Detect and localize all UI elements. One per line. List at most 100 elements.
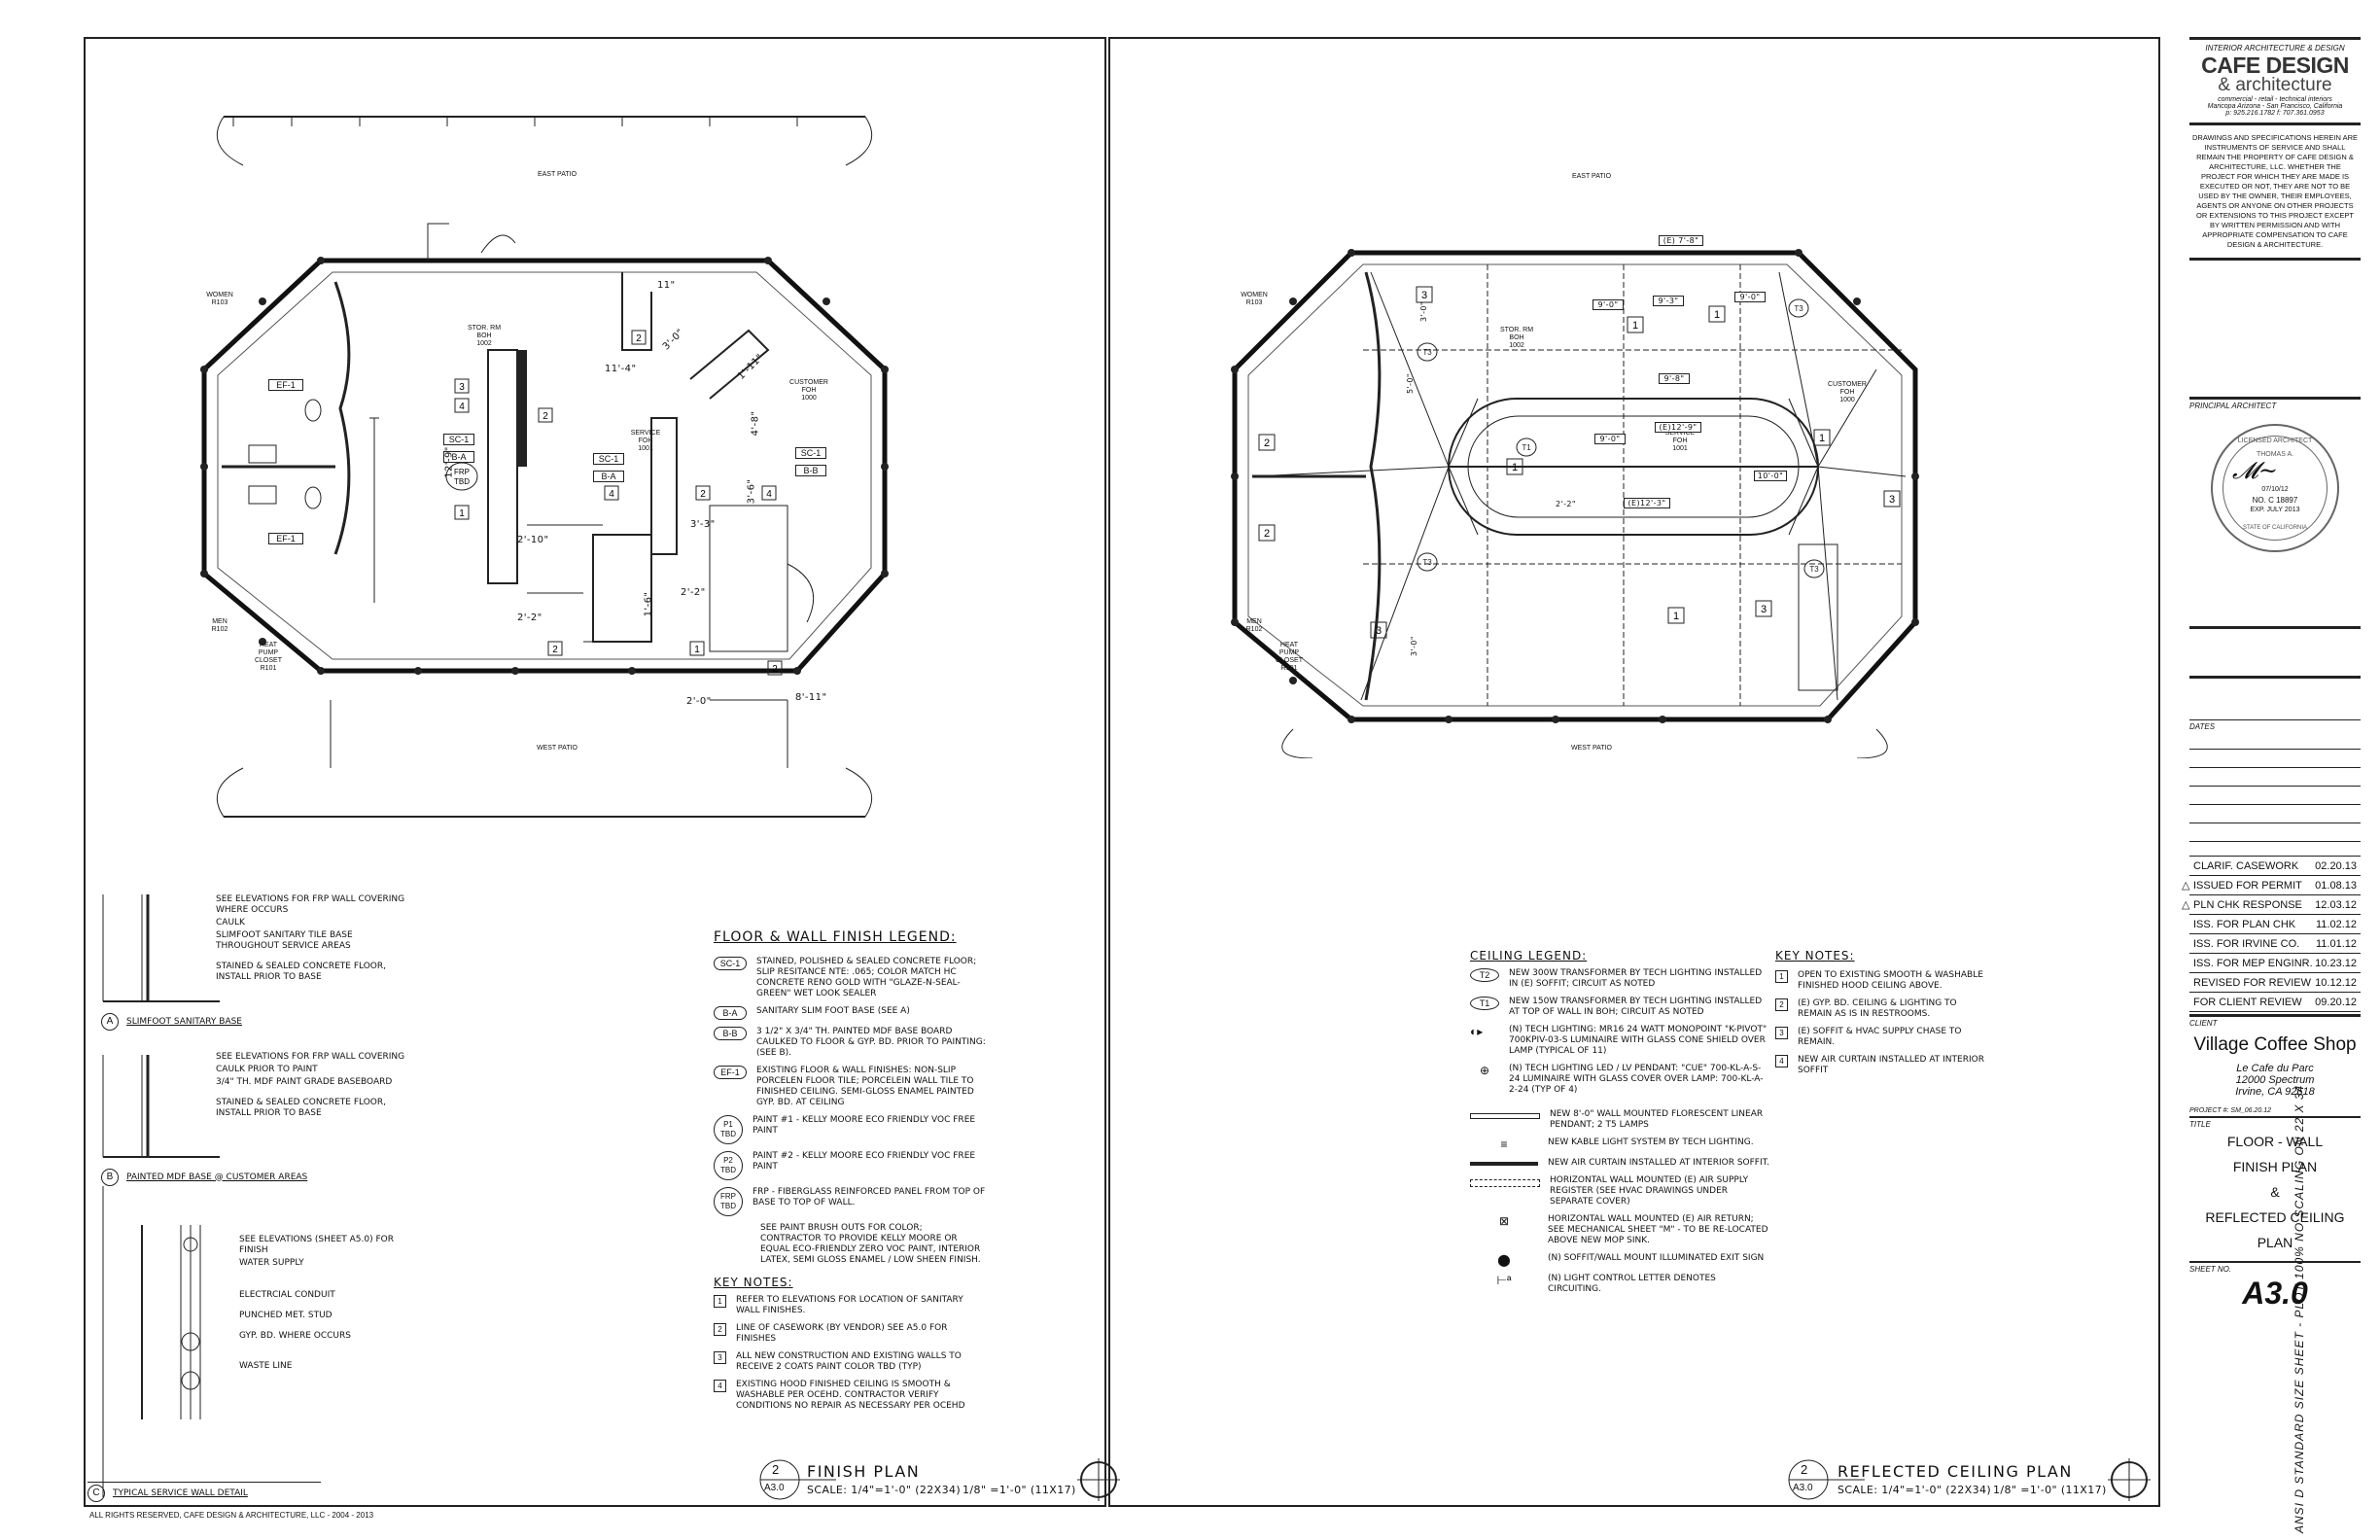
kable-light-icon: ≡ bbox=[1500, 1138, 1508, 1151]
detail-b-title: B PAINTED MDF BASE @ CUSTOMER AREAS bbox=[101, 1169, 321, 1186]
revision-delta-icon: △ bbox=[2182, 899, 2190, 911]
svg-text:3: 3 bbox=[1421, 290, 1427, 301]
svg-text:T3: T3 bbox=[1422, 348, 1432, 357]
rcp-number: 2 bbox=[1801, 1462, 1808, 1477]
rcp-sheet: A3.0 bbox=[1793, 1483, 1813, 1493]
tag-ef1-women: EF-1 bbox=[268, 379, 303, 391]
seal-exp: EXP. JULY 2013 bbox=[2250, 507, 2300, 513]
detail-c-title: C TYPICAL SERVICE WALL DETAIL bbox=[88, 1482, 321, 1502]
ceiling-legend-row: ◐▸(N) TECH LIGHTING: MR16 24 WATT MONOPO… bbox=[1470, 1025, 1768, 1056]
svg-text:4: 4 bbox=[459, 402, 465, 412]
dim-9: 3'-6" bbox=[746, 478, 757, 505]
svg-text:1: 1 bbox=[1819, 433, 1825, 444]
detail-b-note-3: 3/4" TH. MDF PAINT GRADE BASEBOARD bbox=[216, 1077, 393, 1087]
ceiling-legend-title: CEILING LEGEND: bbox=[1470, 949, 1588, 962]
dates-blank-lines bbox=[2189, 749, 2361, 842]
sheet-number: A3.0 bbox=[2242, 1276, 2308, 1311]
svg-text:T3: T3 bbox=[1794, 304, 1803, 313]
pendant-icon: ⊕ bbox=[1479, 1064, 1490, 1077]
finish-plan-scale-2: 1/8" =1'-0" (11X17) bbox=[962, 1484, 1076, 1496]
ceiling-key-note: 3(E) SOFFIT & HVAC SUPPLY CHASE TO REMAI… bbox=[1775, 1027, 1989, 1048]
dim-1: 2'-10" bbox=[517, 535, 549, 545]
rcp-height-7: (E)12'-9" bbox=[1655, 422, 1701, 433]
label-east-patio: EAST PATIO bbox=[537, 171, 578, 178]
dim-4: 2'-2" bbox=[681, 587, 706, 598]
rcp-dim-4: 3'-0" bbox=[1409, 636, 1418, 656]
linear-pendant-icon bbox=[1470, 1113, 1540, 1119]
svg-text:1: 1 bbox=[1512, 462, 1518, 473]
rcp-dim-2: 5'-0" bbox=[1405, 373, 1415, 394]
svg-text:2: 2 bbox=[1264, 438, 1270, 449]
finish-plan-number: 2 bbox=[772, 1462, 780, 1477]
dates-label: DATES bbox=[2189, 722, 2216, 731]
finish-legend-title: FLOOR & WALL FINISH LEGEND: bbox=[714, 929, 957, 945]
svg-text:3: 3 bbox=[1889, 494, 1895, 506]
detail-c-note-6: WASTE LINE bbox=[239, 1361, 293, 1371]
rcp-height-8: 10'-0" bbox=[1754, 471, 1787, 481]
finish-legend-row: SEE PAINT BRUSH OUTS FOR COLOR; CONTRACT… bbox=[760, 1223, 981, 1265]
rcp-height-5: 9'-8" bbox=[1659, 373, 1690, 384]
svg-text:2: 2 bbox=[772, 664, 778, 675]
dim-6: 8'-11" bbox=[795, 692, 827, 703]
svg-text:T3: T3 bbox=[1422, 558, 1432, 567]
title-block: INTERIOR ARCHITECTURE & DESIGN CAFE DESI… bbox=[2182, 37, 2361, 1507]
rcp-scale-2: 1/8" =1'-0" (11X17) bbox=[1993, 1484, 2107, 1496]
detail-a-note-2: CAULK bbox=[216, 918, 245, 928]
footer-copyright: ALL RIGHTS RESERVED, CAFE DESIGN & ARCHI… bbox=[89, 1511, 374, 1520]
drawing-frame-left bbox=[84, 37, 1106, 1507]
svg-text:4: 4 bbox=[609, 489, 614, 500]
exit-sign-icon: ⬤ bbox=[1497, 1253, 1511, 1267]
dim-8: 1'-6" bbox=[643, 591, 654, 617]
sheet-title-3: & bbox=[2270, 1184, 2280, 1200]
rcp-north-arrow bbox=[2108, 1458, 2151, 1501]
client-name: Village Coffee Shop bbox=[2193, 1034, 2357, 1055]
detail-c-note-2: WATER SUPPLY bbox=[239, 1258, 304, 1268]
rcp-height-6: 9'-0" bbox=[1594, 434, 1626, 444]
dim-10: 4'-8" bbox=[750, 410, 761, 437]
rcp-dim-1: 2'-2" bbox=[1556, 500, 1576, 508]
seal-name: THOMAS A. bbox=[2256, 451, 2294, 458]
sheet-label: SHEET NO. bbox=[2189, 1265, 2232, 1274]
tag-ef1-men: EF-1 bbox=[268, 533, 303, 544]
detail-c-note-3: ELECTRCIAL CONDUIT bbox=[239, 1290, 335, 1300]
client-addr2: Irvine, CA 92618 bbox=[2235, 1086, 2315, 1098]
sheet-title-2: FINISH PLAN bbox=[2232, 1159, 2318, 1174]
detail-b-note-1: SEE ELEVATIONS FOR FRP WALL COVERING bbox=[216, 1052, 405, 1062]
client-addr1: 12000 Spectrum bbox=[2235, 1074, 2315, 1086]
finish-plan-sheet: A3.0 bbox=[764, 1483, 785, 1493]
svg-text:FRP: FRP bbox=[454, 468, 470, 476]
svg-text:TBD: TBD bbox=[454, 477, 470, 486]
svg-text:2: 2 bbox=[700, 489, 706, 500]
tag-ba-stor: B-A bbox=[443, 451, 474, 463]
rcp-height-1: (E) 7'-8" bbox=[1659, 235, 1703, 246]
svg-text:3: 3 bbox=[1376, 625, 1382, 637]
tag-ba-service: B-A bbox=[593, 471, 624, 482]
dim-14: 11" bbox=[657, 280, 676, 291]
client-sub: Le Cafe du Parc bbox=[2236, 1063, 2314, 1074]
title-label: TITLE bbox=[2189, 1120, 2211, 1129]
rcp-height-3: 9'-3" bbox=[1653, 296, 1684, 306]
finish-plan-north-arrow bbox=[1077, 1458, 1120, 1501]
revision-row: ISS. FOR IRVINE CO.11.01.12 bbox=[2189, 934, 2361, 954]
detail-a-notes: SEE ELEVATIONS FOR FRP WALL COVERING WHE… bbox=[216, 894, 410, 983]
rcp-height-2: 9'-0" bbox=[1592, 299, 1624, 310]
detail-b-note-4: STAINED & SEALED CONCRETE FLOOR, INSTALL… bbox=[216, 1098, 386, 1118]
rcp-title: REFLECTED CEILING PLAN bbox=[1838, 1462, 2073, 1481]
dim-11: 11'-4" bbox=[605, 364, 637, 374]
